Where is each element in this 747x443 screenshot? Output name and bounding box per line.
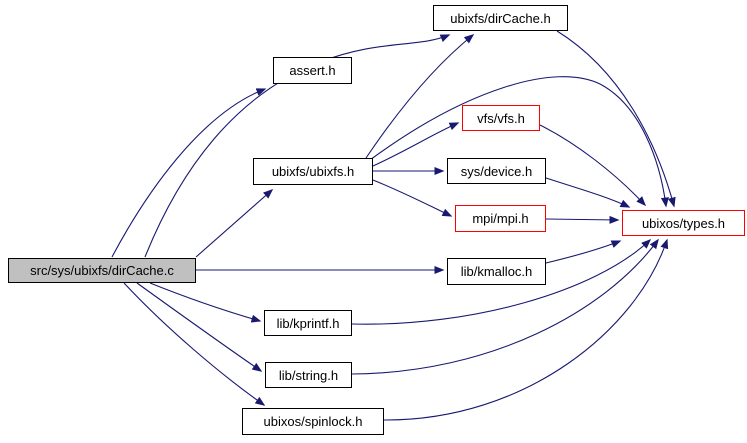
node-lib-string-h[interactable]: lib/string.h [265, 362, 352, 388]
edge-dircache_c-to-assert_h [111, 88, 267, 258]
edge-mpi_h-to-types_h [545, 215, 620, 224]
node-ubixfs-dircache-h[interactable]: ubixfs/dirCache.h [433, 5, 568, 31]
edge-vfs_h-to-types_h [539, 124, 647, 207]
node-lib-kmalloc-h[interactable]: lib/kmalloc.h [447, 258, 546, 285]
edge-kmalloc_h-to-types_h [545, 240, 622, 264]
node-ubixfs-ubixfs-h[interactable]: ubixfs/ubixfs.h [253, 158, 373, 185]
edge-ubixfs_h-to-types_h [369, 76, 669, 208]
edge-device_h-to-types_h [545, 177, 631, 208]
edge-dircache_c-to-kprintf_h [149, 282, 262, 323]
node-sys-device-h[interactable]: sys/device.h [447, 158, 546, 184]
edge-dircache_h-to-types_h [556, 30, 676, 208]
node-ubixos-types-h[interactable]: ubixos/types.h [622, 210, 745, 236]
node-vfs-vfs-h[interactable]: vfs/vfs.h [462, 105, 540, 131]
edge-ubixfs_h-to-dircache_h [365, 34, 475, 159]
edge-string_h-to-types_h [351, 238, 659, 375]
node-mpi-mpi-h[interactable]: mpi/mpi.h [455, 205, 546, 232]
node-lib-kprintf-h[interactable]: lib/kprintf.h [264, 310, 352, 336]
edge-ubixfs_h-to-vfs_h [372, 122, 460, 167]
edge-dircache_c-to-spinlock_h [123, 282, 266, 406]
node-src-sys-ubixfs-dircache-c: src/sys/ubixfs/dirCache.c [8, 258, 196, 283]
edge-dircache_c-to-string_h [136, 282, 263, 372]
edge-dircache_c-to-ubixfs_h [195, 189, 274, 258]
edge-kprintf_h-to-types_h [351, 238, 652, 325]
edge-ubixfs_h-to-mpi_h [372, 179, 453, 217]
node-ubixos-spinlock-h[interactable]: ubixos/spinlock.h [242, 408, 384, 435]
node-assert-h[interactable]: assert.h [273, 57, 352, 84]
edge-spinlock_h-to-types_h [383, 238, 669, 421]
